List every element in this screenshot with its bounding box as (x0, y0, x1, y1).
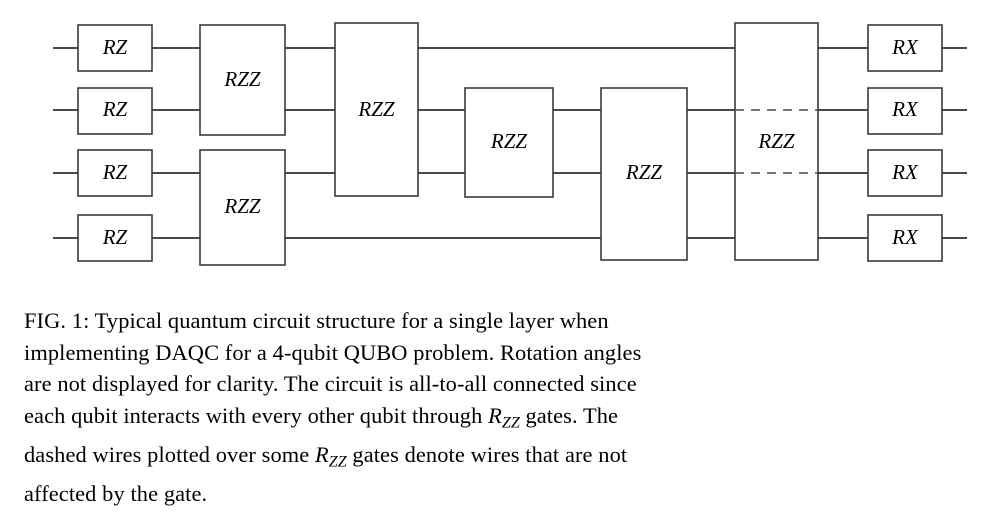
gate-box (199, 24, 286, 136)
gate-box (77, 24, 153, 72)
caption-line: dashed wires plotted over some RZZ gates… (24, 439, 974, 478)
gate-label: RX (891, 225, 919, 249)
gate-label: RX (891, 97, 919, 121)
inline-math-rzz: RZZ (315, 441, 347, 471)
gate-box (77, 214, 153, 262)
gate-rz-q1[interactable]: RZ (77, 24, 153, 72)
gate-label: RZZ (625, 160, 663, 184)
gate-rzz-1-2[interactable]: RZZ (199, 24, 286, 136)
caption-text: affected by the gate. (24, 480, 208, 506)
caption-text: each qubit interacts with every other qu… (24, 402, 489, 428)
gate-label: RZ (102, 97, 128, 121)
caption-text: dashed wires plotted over some (24, 441, 315, 467)
math-subscript: ZZ (328, 453, 347, 471)
math-base: R (315, 441, 329, 467)
gates-layer: RZ RZ RZ RZ RZZ RZZ RZZ RZZ RZZ RZZ RX RX RX RX (77, 22, 943, 266)
gate-rzz-1-4[interactable]: RZZ (734, 22, 819, 261)
gate-label: RZ (102, 35, 128, 59)
gate-rzz-2-4[interactable]: RZZ (600, 87, 688, 261)
gate-label: RZ (102, 225, 128, 249)
gate-label: RZZ (223, 194, 261, 218)
gate-box (867, 149, 943, 197)
gate-box (334, 22, 419, 197)
gate-rx-q4[interactable]: RX (867, 214, 943, 262)
caption-line: are not displayed for clarity. The circu… (24, 368, 974, 400)
qubit-wires-layer (53, 47, 967, 239)
caption-text: implementing DAQC for a 4-qubit QUBO pro… (24, 339, 642, 365)
quantum-circuit-diagram: RZ RZ RZ RZ RZZ RZZ RZZ RZZ RZZ RZZ RX RX RX RX (53, 22, 967, 266)
gate-label: RZZ (490, 129, 528, 153)
gate-box (199, 149, 286, 266)
figure-caption: FIG. 1: Typical quantum circuit structur… (24, 305, 974, 509)
inline-math-rzz: RZZ (488, 402, 520, 432)
gate-rzz-2-3[interactable]: RZZ (464, 87, 554, 198)
gate-rz-q3[interactable]: RZ (77, 149, 153, 197)
caption-text: gates denote wires that are not (346, 441, 628, 467)
caption-text: FIG. 1: Typical quantum circuit structur… (24, 308, 609, 333)
gate-rx-q1[interactable]: RX (867, 24, 943, 72)
caption-text: gates. The (519, 402, 619, 428)
gate-rx-q2[interactable]: RX (867, 87, 943, 135)
gate-label: RX (891, 160, 919, 184)
math-subscript: ZZ (501, 414, 520, 432)
gate-rzz-1-3[interactable]: RZZ (334, 22, 419, 197)
caption-line: implementing DAQC for a 4-qubit QUBO pro… (24, 337, 974, 369)
gate-box (867, 24, 943, 72)
gate-rz-q2[interactable]: RZ (77, 87, 153, 135)
gate-box (77, 149, 153, 197)
gate-box (867, 87, 943, 135)
gate-label: RX (891, 35, 919, 59)
circuit-svg: RZ RZ RZ RZ RZZ RZZ RZZ RZZ RZZ RZZ RX RX RX RX (53, 22, 967, 266)
caption-text: are not displayed for clarity. The circu… (24, 371, 637, 396)
gate-label: RZZ (757, 129, 795, 153)
gate-box (734, 22, 819, 261)
gate-label: RZ (102, 160, 128, 184)
gate-rx-q3[interactable]: RX (867, 149, 943, 197)
gate-rz-q4[interactable]: RZ (77, 214, 153, 262)
gate-label: RZZ (223, 67, 261, 91)
caption-line: FIG. 1: Typical quantum circuit structur… (24, 305, 974, 337)
caption-line: affected by the gate. (24, 478, 974, 510)
math-base: R (488, 402, 502, 428)
gate-rzz-3-4[interactable]: RZZ (199, 149, 286, 266)
gate-label: RZZ (357, 97, 395, 121)
gate-box (600, 87, 688, 261)
caption-line: each qubit interacts with every other qu… (24, 400, 974, 439)
gate-box (867, 214, 943, 262)
gate-box (464, 87, 554, 198)
gate-box (77, 87, 153, 135)
